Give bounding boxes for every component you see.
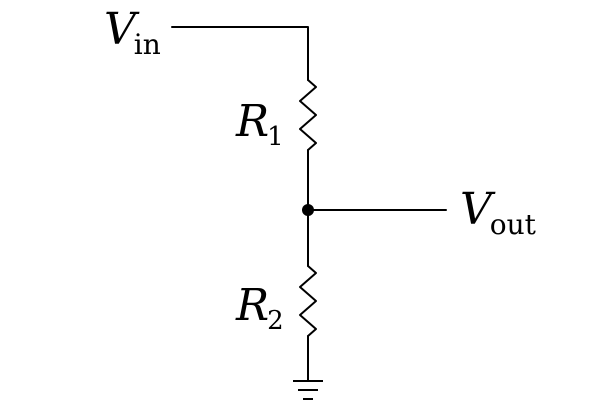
r1-symbol: R (236, 96, 270, 147)
r2-subscript: 2 (267, 306, 284, 336)
vin-symbol: V (104, 4, 136, 55)
r2-label: R2 (236, 284, 284, 335)
r2-symbol: R (236, 280, 270, 331)
input-wire (171, 26, 309, 81)
r1-subscript: 1 (267, 122, 284, 152)
r1-label: R1 (236, 100, 284, 151)
vin-label: Vin (104, 8, 161, 59)
vout-symbol: V (460, 184, 492, 235)
vin-subscript: in (133, 28, 161, 61)
vout-subscript: out (489, 208, 536, 241)
ground-symbol (293, 380, 323, 400)
vout-label: Vout (460, 188, 536, 239)
resistor-r2 (299, 265, 317, 337)
resistor-r1 (299, 79, 317, 151)
